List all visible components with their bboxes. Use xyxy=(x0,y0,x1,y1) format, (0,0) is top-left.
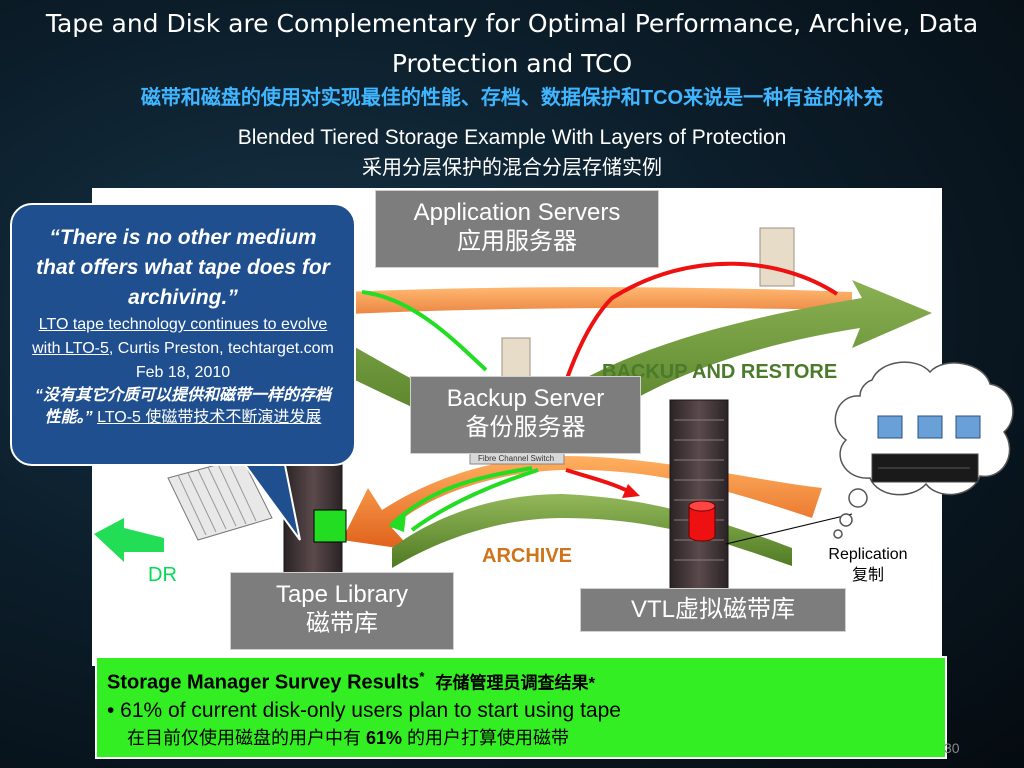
survey-result-line-zh: 在目前仅使用磁盘的用户中有 61% 的用户打算使用磁带 xyxy=(107,725,935,751)
tape-library-label-zh: 磁带库 xyxy=(306,610,378,637)
survey-title-footnote-mark: * xyxy=(419,669,425,684)
green-flow-arrowhead xyxy=(388,514,406,532)
thought-bubble-dot xyxy=(833,529,843,539)
dr-tape-cartridge-lines xyxy=(177,460,257,536)
survey-results-box: Storage Manager Survey Results* 存储管理员调查结… xyxy=(95,656,947,759)
quote-bubble: “There is no other medium that offers wh… xyxy=(10,203,356,466)
vtl-rack xyxy=(669,399,729,591)
application-server-tower xyxy=(759,227,795,287)
tape-library-label: Tape Library 磁带库 xyxy=(230,572,454,650)
replication-server-icons xyxy=(877,415,981,439)
survey-result-zh-percent: 61% xyxy=(366,727,403,748)
page-title: Tape and Disk are Complementary for Opti… xyxy=(45,9,979,78)
archive-label: ARCHIVE xyxy=(482,545,572,567)
green-flow-line xyxy=(410,468,539,532)
red-flow-line xyxy=(565,468,631,494)
quote-source-link[interactable]: LTO tape technology continues to evolve … xyxy=(32,316,328,357)
survey-title-zh: 存储管理员调查结果* xyxy=(435,673,596,693)
dr-label: DR xyxy=(148,564,177,586)
thought-bubble-dot xyxy=(839,513,853,527)
page-title-chinese: 磁带和磁盘的使用对实现最佳的性能、存档、数据保护和TCO来说是一种有益的补充 xyxy=(140,87,884,109)
survey-result-zh-pre: 在目前仅使用磁盘的用户中有 xyxy=(127,727,366,748)
vtl-red-disk-icon xyxy=(688,505,716,542)
diagram-subtitle: Blended Tiered Storage Example With Laye… xyxy=(237,126,787,149)
replication-label-en: Replication xyxy=(828,546,908,563)
fibre-channel-switch-label: Fibre Channel Switch xyxy=(478,454,554,463)
backup-server-label-en: Backup Server xyxy=(446,385,605,412)
survey-result-zh-post: 的用户打算使用磁带 xyxy=(402,727,570,748)
application-servers-label-zh: 应用服务器 xyxy=(457,228,577,255)
archive-green-band xyxy=(392,494,792,568)
backup-server-label-zh: 备份服务器 xyxy=(465,414,586,441)
slide-number: 30 xyxy=(944,740,960,756)
quote-chinese-link[interactable]: LTO-5 使磁带技术不断演进发展 xyxy=(97,409,322,426)
application-servers-label: Application Servers 应用服务器 xyxy=(375,190,659,268)
quote-text: “There is no other medium that offers wh… xyxy=(36,226,330,309)
application-servers-label-en: Application Servers xyxy=(413,199,621,226)
server-cube-icon xyxy=(917,415,943,439)
replication-callout-line xyxy=(725,513,853,545)
backup-restore-label: BACKUP AND RESTORE xyxy=(602,361,837,383)
server-cube-icon xyxy=(955,415,981,439)
vtl-label: VTL虚拟磁带库 xyxy=(580,588,846,632)
vtl-red-disk-top xyxy=(688,500,716,512)
survey-result-line: • 61% of current disk-only users plan to… xyxy=(107,698,621,722)
quote-chinese: “没有其它介质可以提供和磁带一样的存档性能。” LTO-5 使磁带技术不断演进发… xyxy=(28,385,338,429)
dr-arrow-icon xyxy=(94,518,164,562)
red-flow-arrowhead xyxy=(622,484,640,498)
green-flow-line xyxy=(390,466,533,526)
replication-label: Replication 复制 xyxy=(808,544,928,586)
replication-cloud xyxy=(833,361,1014,539)
tape-library-indicator xyxy=(313,509,347,543)
backup-server-label: Backup Server 备份服务器 xyxy=(410,376,641,454)
quote-chinese-text: “没有其它介质可以提供和磁带一样的存档性能。” xyxy=(34,387,331,426)
replication-label-zh: 复制 xyxy=(851,567,884,584)
quote-source-attribution: , Curtis Preston, techtarget.com Feb 18,… xyxy=(108,340,334,381)
green-flow-line xyxy=(361,290,488,372)
diagram-subtitle-chinese: 采用分层保护的混合分层存储实例 xyxy=(362,157,662,179)
quote-source: LTO tape technology continues to evolve … xyxy=(28,313,338,385)
survey-title-en: Storage Manager Survey Results xyxy=(107,671,420,694)
tape-library-label-en: Tape Library xyxy=(275,581,409,608)
server-cube-icon xyxy=(877,415,903,439)
survey-title: Storage Manager Survey Results* 存储管理员调查结… xyxy=(107,664,935,697)
thought-bubble-dot xyxy=(848,488,868,508)
